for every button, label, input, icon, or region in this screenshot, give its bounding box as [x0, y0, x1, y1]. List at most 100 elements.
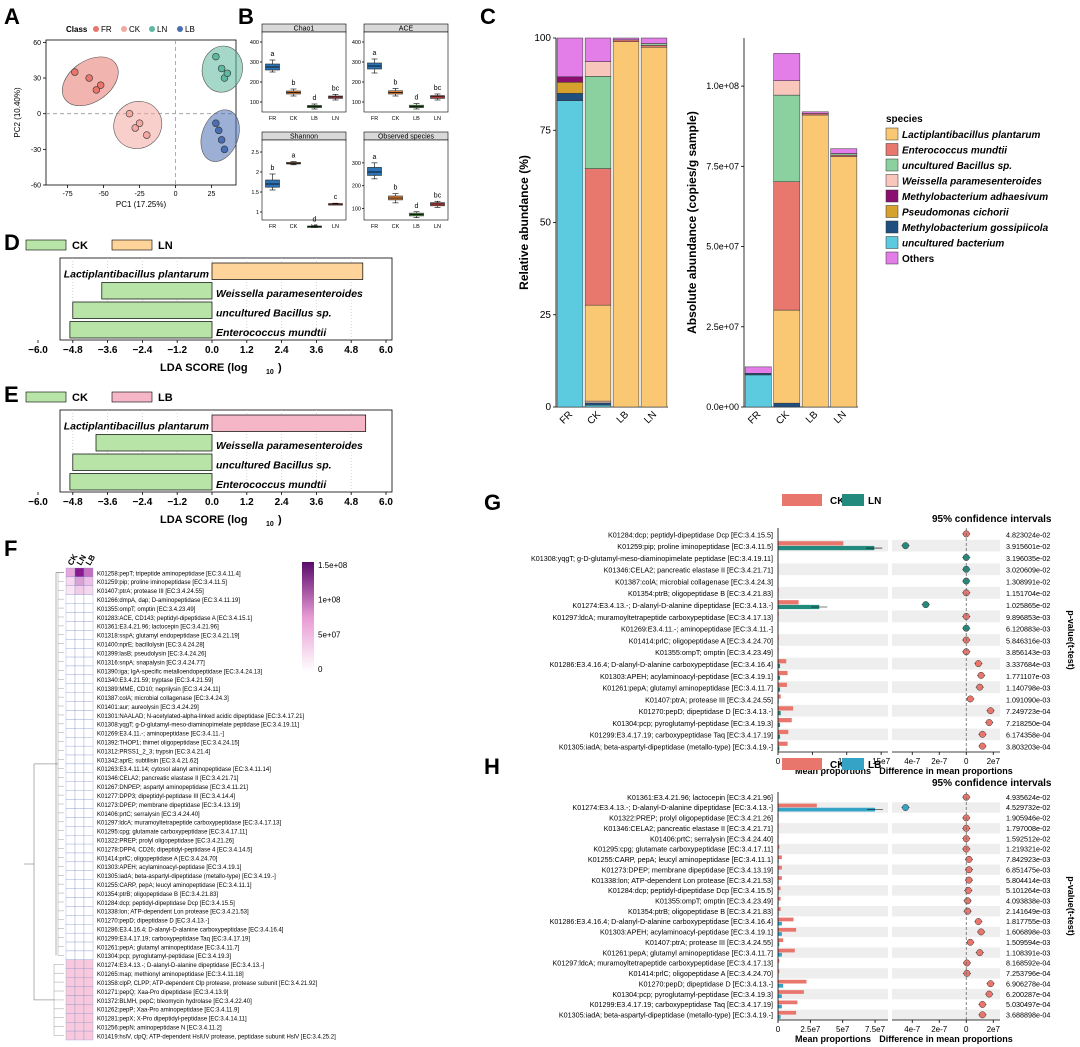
row-stripe: [892, 947, 1000, 958]
bar-ln: [778, 687, 781, 692]
confidence-ellipse-lb: [200, 109, 240, 162]
row-stripe: [778, 988, 888, 1000]
heatmap-cell: [74, 656, 85, 667]
p-value: 4.935624e-02: [1006, 793, 1050, 802]
heatmap-cell: [83, 594, 94, 604]
panel-label-h: H: [484, 754, 500, 779]
row-label: K01284:dcp; peptidyl-dipeptidase Dcp [EC…: [97, 901, 235, 907]
heatmap-cell: [83, 728, 94, 738]
significance-letter: a: [271, 51, 275, 58]
heatmap-cell: [65, 621, 76, 631]
legend-label-ln: LN: [157, 25, 167, 34]
legend-swatch-ck: [782, 494, 822, 506]
x-tick-label: −4.8: [63, 345, 83, 356]
bar-ck: [778, 959, 780, 963]
bar-segment: [612, 41, 640, 408]
heatmap-cell: [83, 1030, 94, 1041]
bar-ck: [778, 917, 794, 922]
bar-segment: [773, 53, 801, 81]
feature-label: K01338:lon; ATP-dependent Lon protease […: [591, 876, 773, 885]
heatmap-cell: [83, 576, 94, 586]
row-label: K01354:ptrB; oligopeptidase B [EC:3.4.21…: [97, 892, 218, 898]
p-value: 5.101264e-03: [1006, 886, 1050, 895]
heatmap-cell: [65, 924, 76, 934]
x-tick-label: LN: [434, 224, 441, 230]
row-label: K01419:hslV, clpQ; ATP-dependent HslUV p…: [97, 1034, 336, 1040]
heatmap-cell: [83, 1013, 94, 1023]
heatmap-cell: [83, 656, 94, 667]
row-label: K01283:ACE, CD143; peptidyl-dipeptidase …: [97, 616, 252, 622]
significance-letter: d: [415, 203, 419, 210]
heatmap-cell: [83, 665, 94, 676]
x-axis-label: PC1 (17.25%): [116, 200, 167, 209]
feature-label: K01274:E3.4.13.-; D-alanyl-D-alanine dip…: [572, 601, 773, 610]
x-tick-label: FR: [269, 224, 276, 230]
y-tick-label: 0: [37, 111, 41, 118]
row-label: K01387:colA; microbial collagenase [EC:3…: [97, 696, 229, 702]
ci-point: [965, 866, 973, 874]
legend-label-ln: LN: [868, 496, 881, 507]
row-label: K01401:aur; aureolysin [EC:3.4.24.29]: [97, 705, 199, 711]
y-tick-label: 7.5e+07: [706, 161, 739, 171]
bar-ck: [778, 886, 781, 891]
legend-label: Pseudomonas cichorii: [902, 208, 1009, 219]
heatmap-cell: [83, 639, 94, 649]
y-tick-label: 100: [352, 207, 361, 213]
heatmap-cell: [83, 790, 94, 800]
heatmap-cell: [74, 567, 85, 578]
row-label: K01318:sspA; glutamyl endopeptidase [EC:…: [97, 634, 240, 640]
bar-segment: [744, 374, 772, 408]
row-label: K01316:snpA; snapalysin [EC:3.4.24.77]: [97, 660, 205, 666]
row-stripe: [778, 539, 888, 552]
x-tick-label: −1.2: [167, 345, 187, 356]
subplot-title: ACE: [399, 26, 414, 33]
legend-dot-lb: [177, 26, 183, 32]
p-value: 6.174358e-04: [1006, 731, 1050, 740]
row-label: K01295:cpg; glutamate carboxypeptidase […: [97, 830, 247, 836]
x-tick-label: LB: [413, 116, 420, 122]
row-label: K01407:ptrA; protease III [EC:3.4.24.55]: [97, 589, 204, 595]
row-label: K01392:THOP1; thimet oligopeptidase [EC:…: [97, 741, 240, 747]
heatmap-cell: [83, 745, 94, 756]
legend-label-fr: FR: [101, 25, 112, 34]
row-stripe: [892, 681, 1000, 694]
p-value: 3.915601e-02: [1006, 542, 1050, 551]
x-axis-label: LDA SCORE (log: [160, 514, 248, 526]
panel-label-b: B: [238, 4, 254, 29]
row-label: K01399:lasB; pseudolysin [EC:3.4.24.26]: [97, 651, 206, 657]
panel-label-d: D: [4, 230, 20, 255]
heatmap-cell: [74, 754, 85, 765]
bar-segment: [584, 61, 612, 77]
heatmap-cell: [65, 763, 76, 773]
lda-bar-label: uncultured Bacillus sp.: [216, 460, 332, 472]
bar-segment: [556, 76, 584, 83]
feature-label: K01259:pip; proline iminopeptidase [EC:3…: [617, 542, 773, 551]
ci-point: [979, 1011, 986, 1019]
p-value: 1.817755e-03: [1006, 917, 1050, 926]
ci-point: [985, 719, 993, 726]
ci-point: [974, 918, 982, 925]
lda-bar-label: Lactiplantibacillus plantarum: [64, 269, 209, 281]
legend-label: Weissella paramesenteroides: [902, 177, 1042, 188]
row-stripe: [778, 802, 888, 813]
p-value: 1.771107e-03: [1006, 672, 1050, 681]
heatmap-cell: [74, 585, 85, 595]
p-value: 3.803203e-04: [1006, 743, 1050, 752]
heatmap-cell: [65, 737, 76, 747]
heatmap-cell: [83, 603, 94, 613]
p-value: 7.842923e-03: [1006, 855, 1050, 864]
heatmap-cell: [83, 870, 94, 880]
row-label: K01274:E3.4.13.-; D-alanyl-D-alanine dip…: [97, 963, 265, 969]
heatmap-cell: [74, 576, 85, 586]
y-tick-label: 75: [540, 125, 552, 136]
heatmap-cell: [83, 968, 94, 978]
heatmap-cell: [65, 915, 76, 925]
heatmap-cell: [83, 843, 94, 854]
x-tick-label: 2e-7: [931, 757, 948, 766]
heatmap-cell: [83, 1022, 94, 1032]
y-tick-label: 60: [33, 40, 41, 47]
row-stripe: [892, 968, 1000, 979]
y-tick-label: 2.5: [251, 150, 259, 156]
lda-bar-label: Enterococcus mundtii: [216, 327, 327, 339]
